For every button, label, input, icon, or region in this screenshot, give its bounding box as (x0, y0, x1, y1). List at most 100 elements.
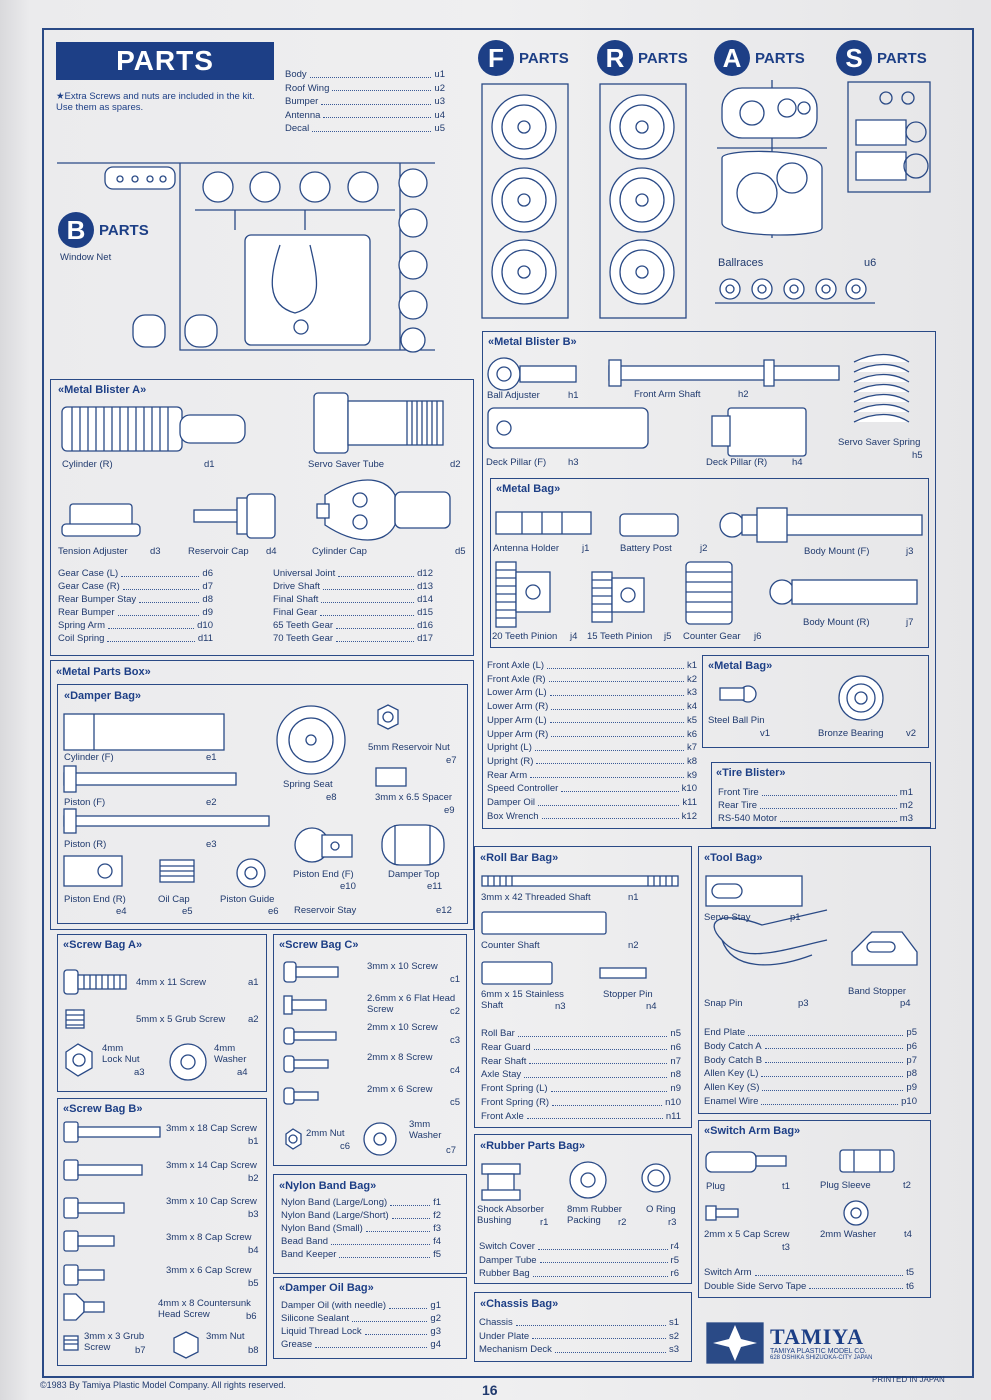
part-code: e2 (206, 797, 217, 808)
s-parts-badge: S (836, 40, 872, 76)
parts-list-name: Front Tire (718, 787, 759, 798)
parts-list-code: f5 (433, 1249, 441, 1260)
part-label: Reservoir Cap (188, 546, 249, 557)
parts-list-row: Upper Arm (R)k6 (487, 729, 697, 740)
part-label-line2: Head Screw (158, 1309, 210, 1320)
parts-list-name: Rear Arm (487, 769, 528, 781)
parts-list-name: Final Shaft (273, 594, 319, 605)
metal-bag-j-box (490, 478, 929, 648)
leader-dots (365, 1224, 431, 1232)
parts-list-code: d10 (197, 620, 213, 631)
screw-bag-c-title: «Screw Bag C» (279, 939, 359, 951)
parts-list-name: Damper Oil (487, 797, 536, 808)
parts-list-name: Chassis (479, 1317, 513, 1328)
part-label: 3mm (409, 1119, 431, 1130)
part-code: e1 (206, 752, 217, 763)
parts-list-name: Front Axle (R) (487, 673, 546, 685)
leader-dots (336, 634, 415, 642)
part-label-line2: Packing (567, 1215, 601, 1226)
parts-list-name: Speed Controller (487, 783, 559, 795)
parts-list-code: p6 (906, 1040, 917, 1052)
part-label: Servo Saver Tube (308, 459, 385, 470)
parts-list-code: m3 (899, 813, 913, 824)
parts-list-code: g3 (430, 1326, 441, 1337)
parts-list-row: Allen Key (L)p8 (704, 1069, 917, 1079)
part-code: h5 (912, 450, 923, 461)
parts-list-row: Upper Arm (L)k5 (487, 716, 697, 726)
parts-list-code: k9 (686, 769, 697, 781)
part-code: p4 (900, 998, 911, 1009)
part-code: e12 (436, 905, 452, 916)
part-label: 8mm Rubber (567, 1204, 622, 1215)
parts-list-code: k2 (686, 673, 697, 685)
parts-list-row: Damper Oil (with needle)g1 (281, 1301, 441, 1311)
parts-list-name: Rear Guard (481, 1041, 531, 1053)
rubber-parts-bag-box (474, 1134, 692, 1284)
parts-list-code: n10 (665, 1097, 681, 1108)
parts-list-code: d15 (417, 607, 433, 618)
parts-list-name: Roof Wing (285, 82, 330, 94)
parts-list-name: Rear Shaft (481, 1055, 527, 1067)
parts-list-name: Rear Bumper (58, 607, 115, 618)
parts-list-name: Rubber Bag (479, 1268, 530, 1279)
part-label: Piston (F) (64, 797, 106, 808)
part-label: Deck Pillar (F) (486, 457, 547, 468)
part-label: O Ring (646, 1204, 676, 1215)
metal-bag-v-box (702, 655, 929, 748)
part-label: 4mm x 8 Countersunk (158, 1298, 251, 1309)
parts-list-row: Spring Arm d10 (58, 621, 213, 631)
parts-list-name: Grease (281, 1339, 313, 1350)
parts-list-code: g4 (430, 1339, 441, 1350)
leader-dots (761, 788, 897, 796)
part-label: Servo Saver Spring (838, 437, 921, 448)
parts-list-code: d17 (417, 633, 433, 644)
part-label: 4mm (102, 1043, 124, 1054)
part-label: Battery Post (620, 543, 672, 554)
part-label: Snap Pin (704, 998, 743, 1009)
part-label: Piston (R) (64, 839, 107, 850)
window-net-label: Window Net (60, 252, 112, 263)
leader-dots (541, 812, 679, 820)
part-code: v1 (760, 728, 771, 739)
part-code: h2 (738, 389, 749, 400)
part-code: c7 (446, 1145, 457, 1156)
rubber-parts-bag-title: «Rubber Parts Bag» (480, 1140, 586, 1152)
leader-dots (122, 582, 200, 590)
tire-blister-title: «Tire Blister» (716, 767, 786, 779)
part-label: Cylinder Cap (312, 546, 367, 557)
screw-bag-a-box (57, 934, 267, 1092)
parts-list-name: Bumper (285, 96, 319, 107)
parts-list-code: t6 (906, 1280, 914, 1292)
screw-bag-b-box (57, 1098, 267, 1366)
parts-list-name: Double Side Servo Tape (704, 1280, 807, 1292)
part-label: 20 Teeth Pinion (492, 631, 558, 642)
parts-list-name: Spring Arm (58, 620, 105, 631)
parts-list-row: Front Axle (L)k1 (487, 661, 697, 671)
leader-dots (760, 801, 897, 809)
part-code: d3 (150, 546, 161, 557)
parts-list-name: Lower Arm (L) (487, 687, 547, 699)
part-label: Bronze Bearing (818, 728, 884, 739)
tamiya-address: 628 OSHIKA SHIZUOKA-CITY JAPAN (770, 1354, 873, 1361)
a-parts-label: PARTS (755, 49, 805, 67)
part-label: 2mm Washer (820, 1229, 877, 1240)
part-label: 5mm x 5 Grub Screw (136, 1014, 226, 1025)
part-code: r1 (540, 1217, 549, 1228)
leader-dots (524, 1070, 668, 1078)
damper-oil-bag-title: «Damper Oil Bag» (279, 1282, 374, 1294)
parts-list-code: s2 (668, 1330, 679, 1342)
part-label-line2: Lock Nut (102, 1054, 140, 1065)
part-label: Counter Shaft (481, 940, 540, 951)
parts-list-name: Under Plate (479, 1330, 530, 1342)
